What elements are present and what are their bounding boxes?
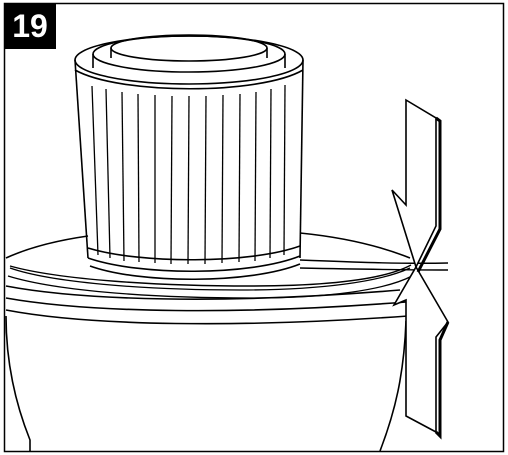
break-upper-shadow: [416, 116, 442, 273]
cylindrical-filter: [74, 34, 304, 281]
bowl-body: [5, 315, 407, 452]
lid-inner-rim: [9, 267, 411, 291]
gap-lines: [9, 259, 449, 287]
lid-inner-rim-2: [7, 275, 413, 299]
lid-top-right: [299, 232, 411, 259]
figure-border: [3, 2, 505, 453]
container-bowl: [5, 232, 413, 452]
filter-bottom-band-1: [87, 245, 301, 261]
filter-body-left: [74, 59, 89, 259]
rim-band-2: [5, 297, 407, 312]
filter-bottom-band-2: [87, 255, 301, 273]
break-line-symbol: [391, 98, 450, 440]
filter-body-right: [299, 59, 304, 259]
gap-line-lower: [299, 267, 449, 271]
filter-pleats: [91, 84, 286, 265]
filter-bottom-band-3: [89, 263, 301, 281]
gap-line-rim-a: [9, 264, 412, 287]
gap-line-upper: [299, 259, 449, 264]
step-number-badge: 19: [4, 3, 56, 49]
rim-band-3: [5, 309, 409, 325]
lid-top-left: [5, 235, 89, 259]
filter-top-collar: [92, 48, 286, 68]
break-upper: [391, 98, 437, 270]
break-lower-shadow: [434, 321, 450, 440]
filter-upper-band: [74, 69, 304, 90]
